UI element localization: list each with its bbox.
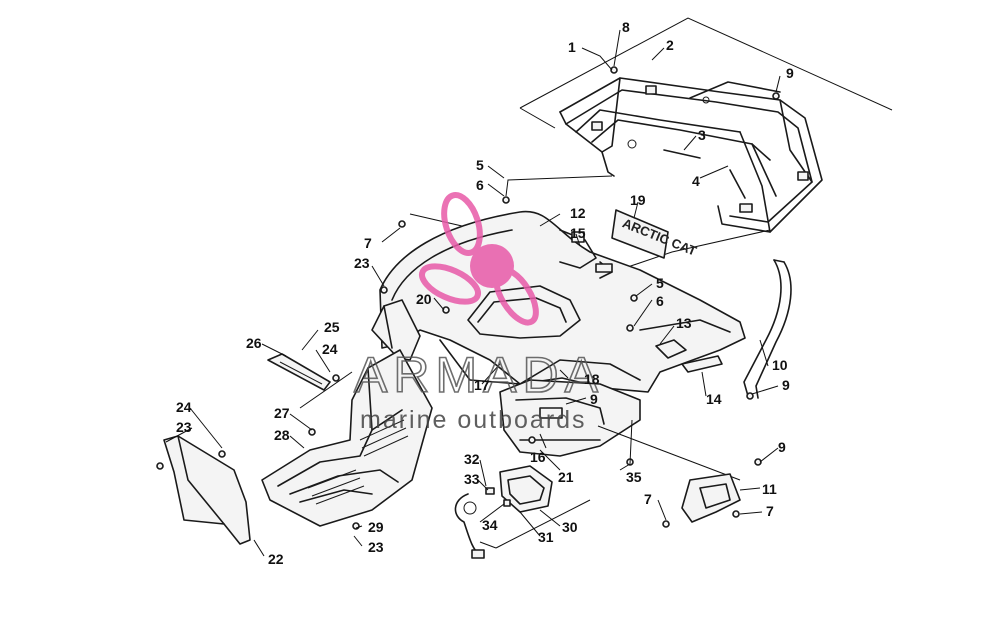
callout-c23a: 23 <box>354 255 370 271</box>
grab-bar <box>743 259 792 399</box>
callout-c8: 8 <box>622 19 630 35</box>
callout-c25: 25 <box>324 319 340 335</box>
callout-c12: 12 <box>570 205 586 221</box>
callout-c32: 32 <box>464 451 480 467</box>
callout-c7a: 7 <box>364 235 372 251</box>
callout-c9a: 9 <box>786 65 794 81</box>
callout-c28: 28 <box>274 427 290 443</box>
callout-c26: 26 <box>246 335 262 351</box>
callout-c10: 10 <box>772 357 788 373</box>
callout-c33: 33 <box>464 471 480 487</box>
callout-c2: 2 <box>666 37 674 53</box>
callout-c24a: 24 <box>176 399 192 415</box>
callout-c19: 19 <box>630 192 646 208</box>
callout-leaders <box>165 29 781 557</box>
callout-c27: 27 <box>274 405 290 421</box>
callout-c31: 31 <box>538 529 554 545</box>
callout-c5a: 5 <box>476 157 484 173</box>
callout-labels: 1 2 3 4 5 5 6 6 7 7 7 8 9 9 9 9 10 11 12… <box>176 19 794 567</box>
callout-c9b: 9 <box>782 377 790 393</box>
callout-c29: 29 <box>368 519 384 535</box>
callout-c23c: 23 <box>368 539 384 555</box>
floorboard <box>261 349 433 527</box>
rear-rack <box>519 17 893 233</box>
callout-c35: 35 <box>626 469 642 485</box>
callout-c21: 21 <box>558 469 574 485</box>
step-plate <box>267 353 331 391</box>
watermark: ARMADA marine outboards <box>353 192 604 434</box>
callout-c22: 22 <box>268 551 284 567</box>
callout-c24b: 24 <box>322 341 338 357</box>
callout-c5b: 5 <box>656 275 664 291</box>
callout-c23b: 23 <box>176 419 192 435</box>
callout-c16: 16 <box>530 449 546 465</box>
callout-c6a: 6 <box>476 177 484 193</box>
callout-c9d: 9 <box>778 439 786 455</box>
callout-c1: 1 <box>568 39 576 55</box>
side-panel <box>163 435 251 545</box>
callout-c3: 3 <box>698 127 706 143</box>
callout-c17: 17 <box>474 377 490 393</box>
callout-c7c: 7 <box>766 503 774 519</box>
watermark-brand: ARMADA <box>354 347 604 403</box>
mount-bracket <box>597 425 741 523</box>
decal-19: ARCTIC CAT <box>611 209 699 259</box>
callout-c7b: 7 <box>644 491 652 507</box>
fasteners <box>156 66 780 530</box>
callout-c15: 15 <box>570 225 586 241</box>
taillight-assembly <box>454 465 591 559</box>
callout-c13: 13 <box>676 315 692 331</box>
propeller-logo <box>419 192 539 326</box>
rear-fender <box>379 210 771 393</box>
callout-c9c: 9 <box>590 391 598 407</box>
callout-c6b: 6 <box>656 293 664 309</box>
callout-c20: 20 <box>416 291 432 307</box>
callout-c18: 18 <box>584 371 600 387</box>
callout-c14: 14 <box>706 391 722 407</box>
callout-c30: 30 <box>562 519 578 535</box>
callout-c11: 11 <box>762 481 777 497</box>
callout-c4: 4 <box>692 173 700 189</box>
watermark-tagline: marine outboards <box>360 406 587 434</box>
callout-c34: 34 <box>482 517 498 533</box>
